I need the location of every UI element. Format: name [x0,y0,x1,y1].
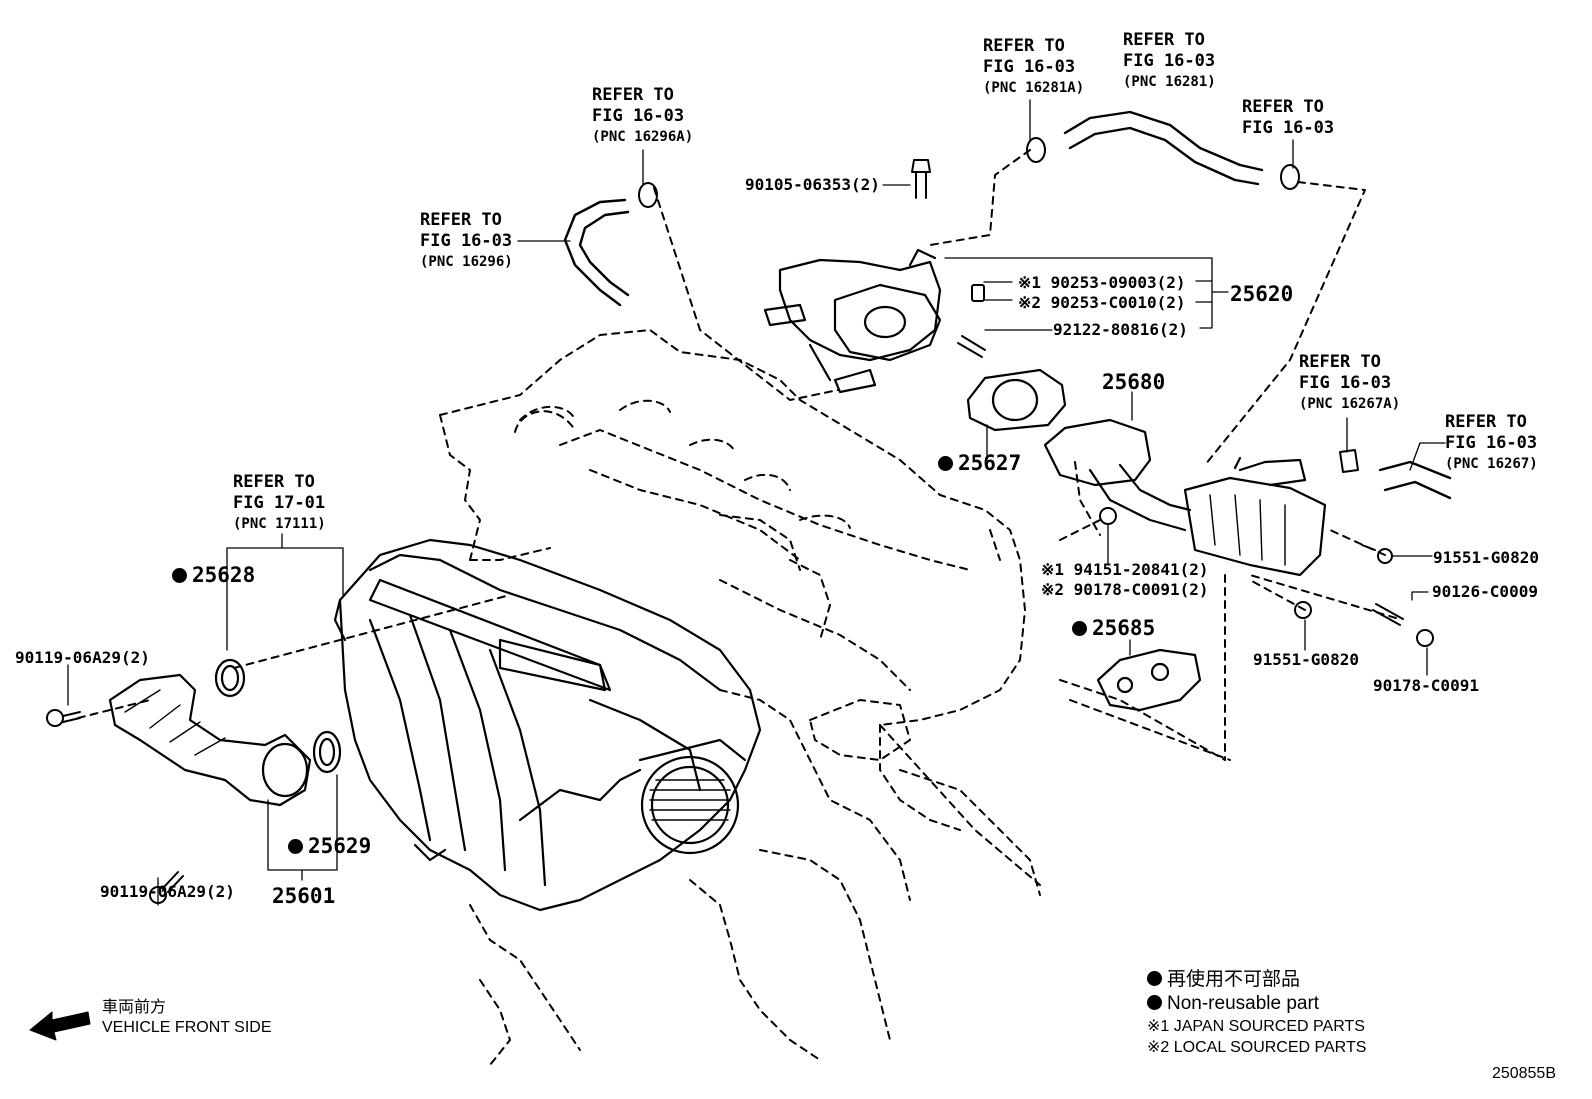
ref-pnc-17111: REFER TO FIG 17-01 (PNC 17111) [233,472,326,532]
part-91551-g0820-right: 91551-G0820 [1433,548,1539,567]
legend-non-reusable-jp: 再使用不可部品 [1147,968,1366,992]
legend-non-reusable-en: Non-reusable part [1147,992,1366,1016]
non-reusable-dot [1147,995,1162,1010]
intake-manifold [333,538,762,912]
leader-dashed [77,149,1397,886]
part-25680: 25680 [1102,370,1166,394]
vehicle-front-en: VEHICLE FRONT SIDE [102,1019,272,1036]
hose-16281 [1063,110,1264,186]
legend-japan-sourced: ※1 JAPAN SOURCED PARTS [1147,1018,1365,1035]
ref-pnc-16296: REFER TO FIG 16-03 (PNC 16296) [420,210,513,270]
hose-16267 [1378,460,1452,500]
part-92122-80816: 92122-80816(2) [1053,320,1188,339]
part-25629: 25629 [288,834,371,858]
part-91551-g0820-lower: 91551-G0820 [1253,650,1359,669]
part-90105-06353: 90105-06353(2) [745,175,880,194]
non-reusable-dot [288,839,303,854]
egr-pipe-25601 [108,673,312,807]
bolts-left [46,709,184,904]
part-25685: 25685 [1072,616,1155,640]
ref-fig-16-03: REFER TO FIG 16-03 [1242,97,1335,138]
bolt-90105 [911,159,931,199]
hose-16296 [563,198,630,307]
part-90126-c0009: 90126-C0009 [1432,582,1538,601]
egr-pipe-25680 [1043,418,1192,532]
bolts-right [1099,507,1434,647]
legend-local-sourced: ※2 LOCAL SOURCED PARTS [1147,1039,1367,1056]
part-94151-20841: ※1 94151-20841(2) [1041,560,1209,579]
ref-pnc-16296a: REFER TO FIG 16-03 (PNC 16296A) [592,85,694,145]
engine-outline [439,329,1041,1066]
legend: 再使用不可部品 Non-reusable part ※1 JAPAN SOURC… [1147,968,1366,1058]
ref-pnc-16267: REFER TO FIG 16-03 (PNC 16267) [1445,412,1538,472]
part-25628: 25628 [172,563,255,587]
egr-cooler [1183,456,1327,577]
vehicle-front-arrow [29,1011,91,1041]
non-reusable-dot [1072,621,1087,636]
part-90119-06a29-top: 90119-06A29(2) [15,648,150,667]
vehicle-front-jp: 車両前方 [102,999,167,1016]
part-90253-c0010: ※2 90253-C0010(2) [1018,293,1186,312]
gasket-25685 [1096,648,1202,712]
non-reusable-dot [938,456,953,471]
ref-pnc-16267a: REFER TO FIG 16-03 (PNC 16267A) [1299,352,1401,412]
part-90253-09003: ※1 90253-09003(2) [1018,273,1186,292]
part-25620: 25620 [1230,282,1294,306]
part-90119-06a29-bottom: 90119-06A29(2) [100,882,235,901]
ref-pnc-16281: REFER TO FIG 16-03 (PNC 16281) [1123,30,1216,90]
egr-valve [763,248,942,394]
fittings-90253 [957,284,986,358]
part-25601: 25601 [272,884,336,908]
non-reusable-dot [1147,971,1162,986]
part-90178-c0091-2: ※2 90178-C0091(2) [1041,580,1209,599]
part-90178-c0091: 90178-C0091 [1373,676,1479,695]
leader-lines [67,99,1446,906]
clamps [638,137,1359,473]
figure-code: 250855B [1491,1065,1556,1082]
part-25627: 25627 [938,451,1021,475]
gasket-25627 [966,368,1067,432]
ref-pnc-16281a: REFER TO FIG 16-03 (PNC 16281A) [983,36,1085,96]
non-reusable-dot [172,568,187,583]
gaskets-small [214,658,342,774]
